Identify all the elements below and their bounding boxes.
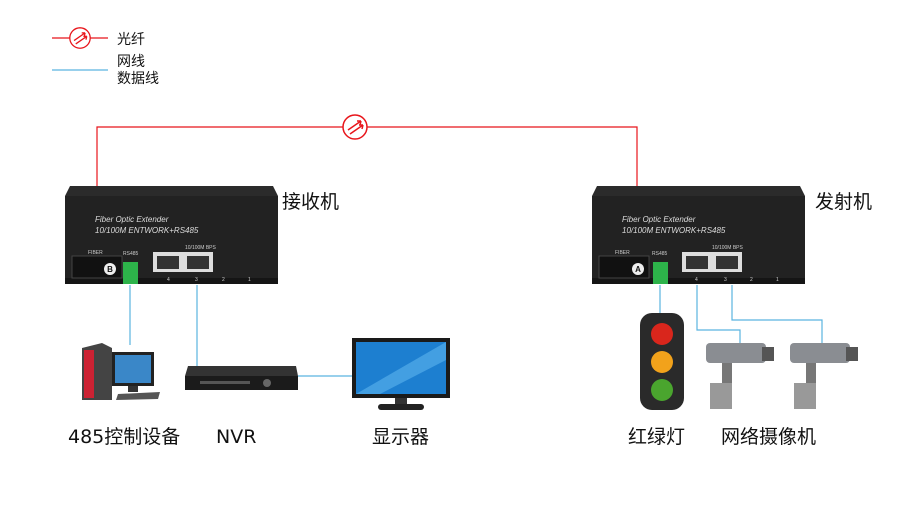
port-number: 2	[750, 277, 753, 283]
receiver-label: 接收机	[282, 191, 339, 213]
device-text: Fiber Optic Extender	[622, 215, 696, 224]
bps-label: 10/100M BPS	[185, 245, 217, 251]
port-number: 4	[695, 277, 698, 283]
badge-letter: A	[635, 265, 641, 274]
port-number: 3	[195, 277, 198, 283]
port-number: 1	[248, 277, 251, 283]
nvr-label: NVR	[216, 426, 256, 448]
legend-network-label: 网线	[117, 54, 145, 70]
fiber-port-label: FIBER	[88, 250, 103, 256]
lan-cable-camera1	[696, 285, 741, 345]
fiber-link-icon	[342, 114, 368, 140]
device-text: 10/100M ENTWORK+RS485	[622, 226, 726, 235]
device-text: 10/100M ENTWORK+RS485	[95, 226, 199, 235]
device-text: Fiber Optic Extender	[95, 215, 169, 224]
legend: 光纤 网线 数据线	[52, 27, 159, 87]
cables	[129, 285, 823, 377]
rs485-terminal	[123, 262, 138, 284]
pc-label: 485控制设备	[68, 426, 180, 448]
rs485-label: RS485	[123, 251, 139, 257]
receiver-device: Fiber Optic Extender 10/100M ENTWORK+RS4…	[65, 186, 278, 284]
camera-label: 网络摄像机	[721, 426, 816, 448]
transmitter-device: Fiber Optic Extender 10/100M ENTWORK+RS4…	[592, 186, 805, 284]
fiber-port-label: FIBER	[615, 250, 630, 256]
camera-icon-2	[790, 343, 858, 409]
port-number: 4	[167, 277, 170, 283]
monitor-icon	[352, 338, 450, 410]
nvr-icon	[185, 366, 298, 390]
fiber-icon	[69, 27, 91, 49]
traffic-light-icon	[640, 313, 684, 410]
monitor-label: 显示器	[372, 426, 429, 448]
port-number: 3	[724, 277, 727, 283]
port-number: 2	[222, 277, 225, 283]
legend-data-label: 数据线	[117, 71, 159, 87]
camera-icon-1	[706, 343, 774, 409]
badge	[632, 263, 644, 275]
bps-label: 10/100M BPS	[712, 245, 744, 251]
port-number: 1	[776, 277, 779, 283]
lan-cable-camera2	[731, 285, 823, 345]
badge	[104, 263, 116, 275]
rs485-terminal	[653, 262, 668, 284]
rs485-label: RS485	[652, 251, 668, 257]
badge-letter: B	[107, 265, 113, 274]
traffic-light-label: 红绿灯	[628, 426, 685, 448]
legend-fiber-label: 光纤	[117, 32, 145, 48]
transmitter-label: 发射机	[815, 191, 872, 213]
pc-icon	[82, 343, 160, 400]
